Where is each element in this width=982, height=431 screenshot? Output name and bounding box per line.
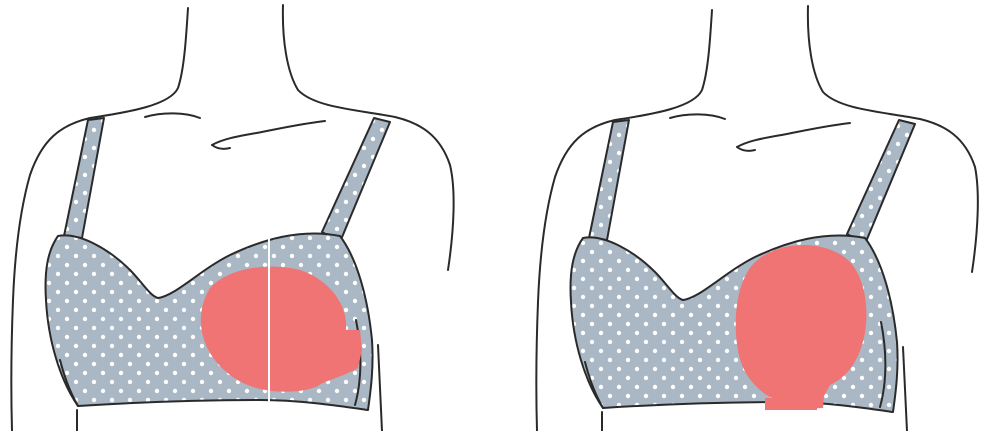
right-panel — [536, 6, 977, 431]
left-strap-left — [64, 118, 104, 238]
left-strap-right — [589, 120, 629, 240]
pump-outlet-right — [765, 398, 817, 410]
right-strap-left — [322, 118, 390, 242]
right-strap-right — [847, 120, 915, 244]
left-panel — [11, 5, 453, 431]
